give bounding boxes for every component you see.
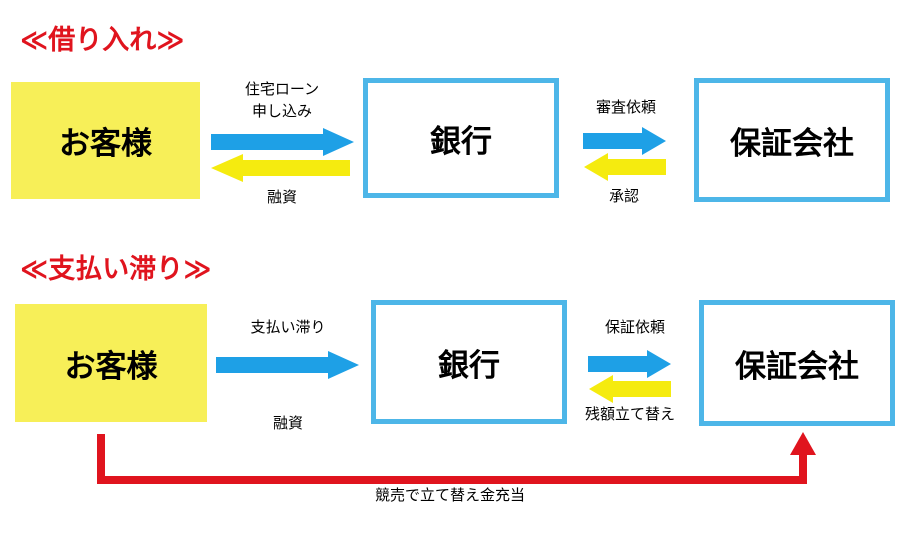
guarantor-box: 保証会社 [699, 300, 895, 426]
label-balance-advance: 残額立て替え [584, 405, 675, 423]
arrow-bank-to-guarantor-request [588, 350, 671, 378]
customer-box: お客様 [15, 304, 207, 422]
label-loan: 融資 [266, 188, 297, 206]
arrow-customer-to-bank-delay [216, 351, 359, 379]
label-housing-loan: 住宅ローン [244, 80, 320, 98]
label-application: 申し込み [251, 102, 312, 120]
section-title-payment-delay: ≪支払い滞り≫ [20, 254, 212, 285]
label-auction-repayment: 競売で立て替え金充当 [374, 486, 525, 504]
arrow-customer-to-bank [211, 128, 354, 156]
label-guarantee-request: 保証依頼 [604, 318, 665, 336]
arrow-auction-repayment [97, 434, 807, 484]
customer-box: お客様 [11, 82, 200, 199]
arrow-guarantor-to-bank [584, 153, 666, 181]
arrow-bank-to-guarantor [583, 127, 666, 155]
label-payment-delay: 支払い滞り [250, 318, 326, 336]
bank-box: 銀行 [363, 78, 559, 198]
guarantor-box: 保証会社 [694, 78, 890, 202]
label-loan: 融資 [272, 414, 303, 432]
arrow-auction-repayment-head [790, 432, 816, 455]
arrow-guarantor-to-bank-advance [589, 375, 671, 403]
arrow-bank-to-customer [211, 154, 350, 182]
section-title-borrowing: ≪借り入れ≫ [20, 25, 185, 56]
label-approval: 承認 [608, 187, 639, 205]
bank-box: 銀行 [371, 300, 567, 424]
label-screening-request: 審査依頼 [595, 98, 656, 116]
